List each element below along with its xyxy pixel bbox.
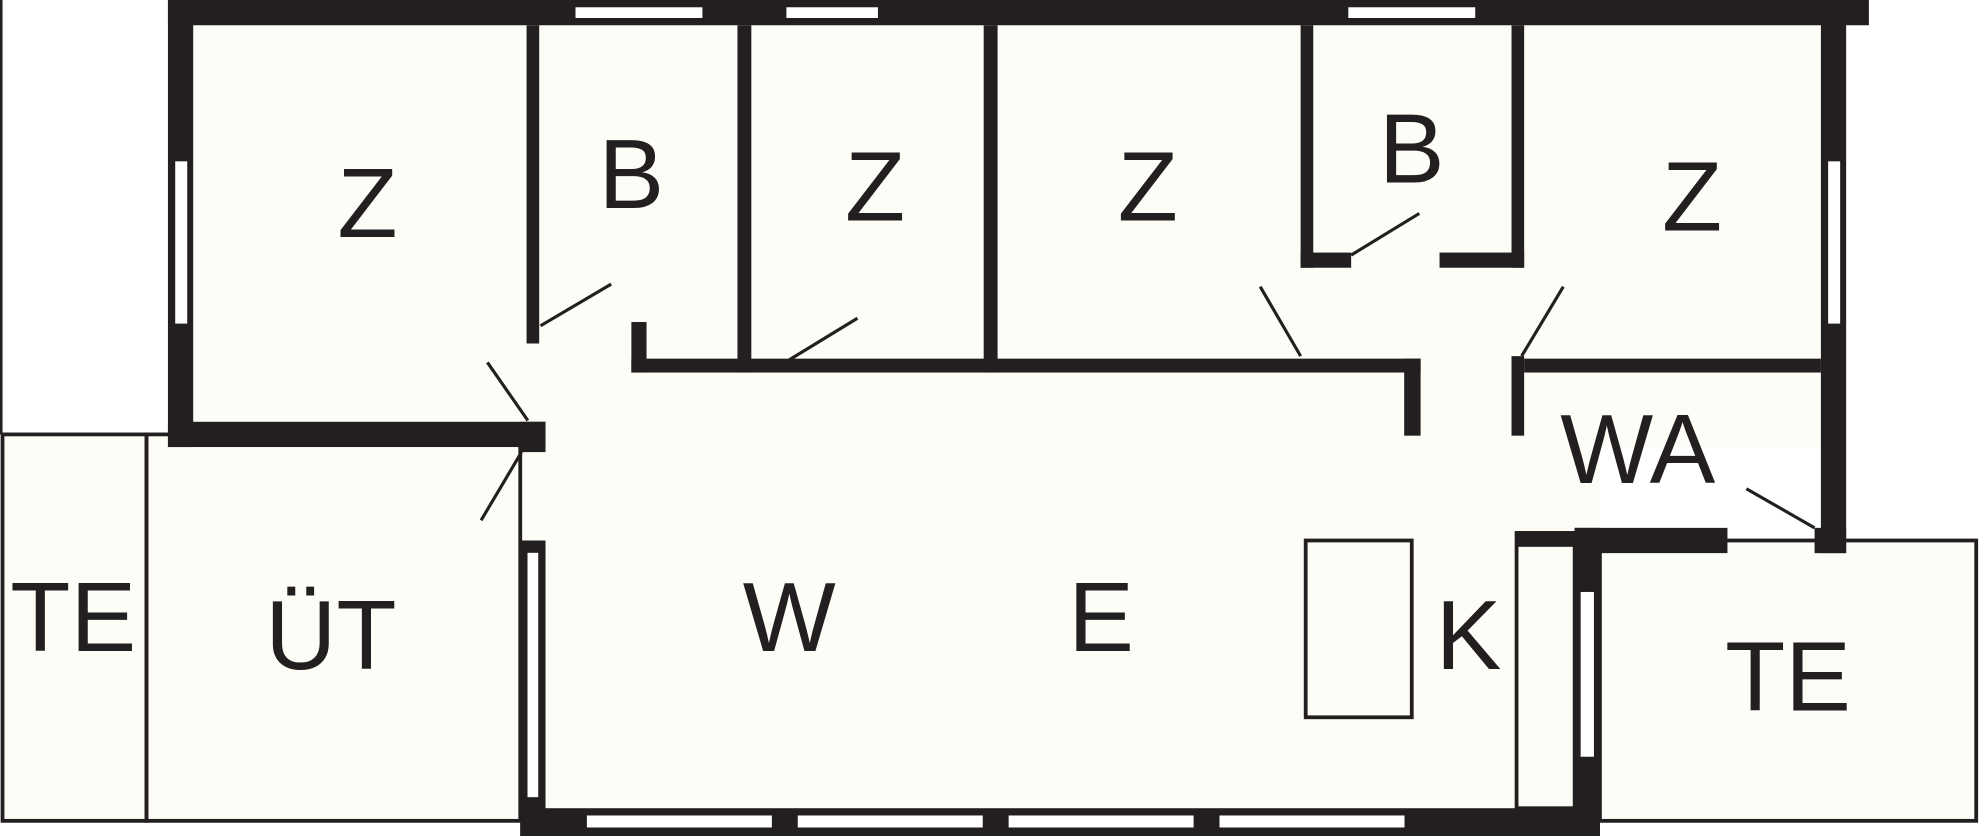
window [584, 813, 774, 830]
window [573, 5, 705, 20]
walls [167, 0, 1869, 836]
wall-corridor [631, 358, 1421, 373]
window [525, 550, 541, 800]
wall [1516, 532, 1575, 547]
room-label-kueche: K [1436, 580, 1502, 690]
door-swings [479, 212, 1816, 530]
door [1745, 487, 1816, 530]
room-label-bad-1: B [599, 119, 665, 229]
wall [1439, 252, 1525, 268]
wall [1814, 527, 1847, 554]
room-label-uebergang: ÜT [265, 580, 396, 690]
window [1006, 813, 1196, 830]
door [479, 451, 523, 522]
room-label-zimmer-2: Z [845, 131, 905, 241]
wall [1524, 358, 1821, 373]
wall [1300, 252, 1352, 268]
wall [983, 25, 998, 373]
room-label-w: W [743, 562, 836, 672]
room-label-terrasse-left: TE [10, 562, 136, 672]
wall [520, 421, 546, 453]
room-labels: Z B Z Z B Z WA W E K TE ÜT TE [10, 94, 1851, 732]
window [1346, 5, 1478, 20]
door [1520, 285, 1565, 357]
windows [173, 5, 1843, 830]
door [1258, 285, 1303, 357]
room-label-terrasse-right: TE [1725, 621, 1851, 731]
room-label-zimmer-4: Z [1662, 142, 1722, 252]
window [1826, 159, 1843, 326]
door [486, 361, 530, 422]
room-label-bad-2: B [1379, 94, 1445, 204]
wall [1511, 25, 1525, 268]
window [795, 813, 985, 830]
wall [1574, 527, 1728, 554]
door [1350, 212, 1421, 257]
wall [1511, 356, 1525, 436]
room-label-zimmer-3: Z [1118, 131, 1178, 241]
window [173, 159, 190, 326]
window [1217, 813, 1407, 830]
wall [737, 25, 752, 373]
door [539, 282, 612, 328]
wall-room1-bottom [167, 421, 546, 448]
window [784, 5, 880, 20]
room-label-e: E [1068, 562, 1134, 672]
door [788, 316, 859, 362]
kitchen-appliance [1303, 538, 1414, 720]
room-label-zimmer-1: Z [337, 148, 397, 258]
window [1578, 590, 1596, 759]
room-label-waschraum: WA [1560, 394, 1715, 504]
wall-top [167, 0, 1869, 26]
wall [1300, 25, 1314, 268]
wall [526, 25, 540, 344]
wall [1404, 358, 1421, 436]
